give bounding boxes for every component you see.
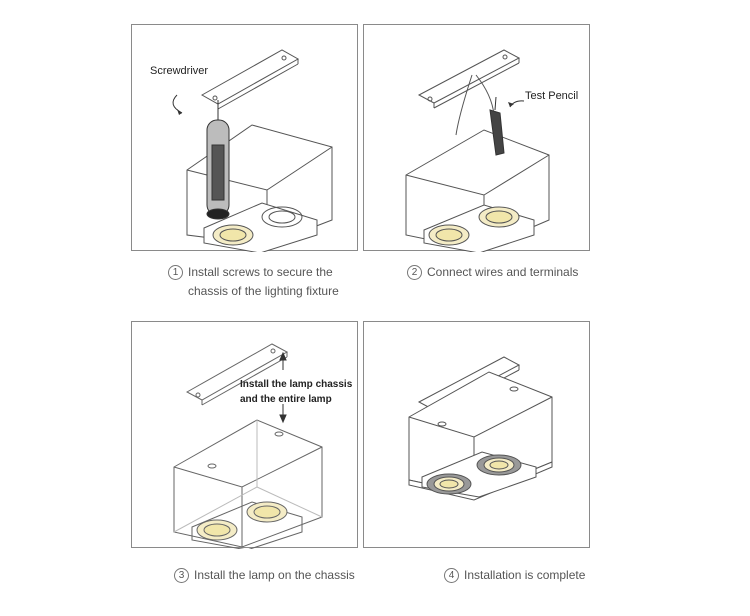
step-2-illustration — [405, 49, 550, 252]
step-3-illustration — [173, 343, 323, 549]
step-1-illustration — [172, 49, 333, 252]
step-2-text: Connect wires and terminals — [427, 265, 579, 279]
step-1-text-line2: chassis of the lighting fixture — [188, 284, 339, 298]
panel-step-4 — [363, 321, 590, 548]
step-3-text: Install the lamp on the chassis — [194, 568, 355, 582]
panel-step-2: Test Pencil — [363, 24, 590, 252]
step-3-caption: 3 Install the lamp on the chassis — [174, 566, 355, 585]
step-1-caption: 1 Install screws to secure the chassis of… — [168, 263, 339, 301]
step-4-caption: 4 Installation is complete — [444, 566, 585, 585]
panel-step-3: Install the lamp chassis and the entire … — [131, 321, 358, 549]
install-chassis-label-1: Install the lamp chassis — [240, 379, 353, 390]
step-2-caption: 2 Connect wires and terminals — [407, 263, 578, 282]
step-1-number: 1 — [168, 265, 183, 280]
step-3-number: 3 — [174, 568, 189, 583]
step-4-text: Installation is complete — [464, 568, 586, 582]
step-1-text-line1: Install screws to secure the — [188, 265, 333, 279]
step-4-illustration — [408, 356, 553, 501]
step-2-number: 2 — [407, 265, 422, 280]
install-chassis-label-2: and the entire lamp — [240, 394, 332, 405]
test-pencil-label: Test Pencil — [525, 90, 579, 102]
panel-step-1: Screwdriver — [131, 24, 358, 252]
screwdriver-label: Screwdriver — [150, 65, 209, 77]
step-4-number: 4 — [444, 568, 459, 583]
